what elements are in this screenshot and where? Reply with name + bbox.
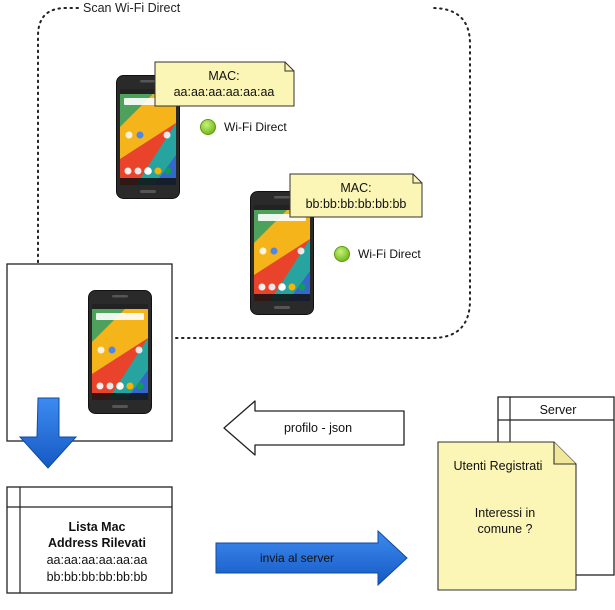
registered-users-note xyxy=(437,441,577,591)
send-to-server-arrow xyxy=(215,529,408,587)
server-title: Server xyxy=(540,403,577,417)
scan-region-border xyxy=(37,7,471,339)
mac-list-title-line2: Address Rilevati xyxy=(48,536,146,550)
device-b-mac-note xyxy=(289,173,423,218)
device-b-status-label: Wi-Fi Direct xyxy=(358,247,421,261)
down-arrow xyxy=(18,397,78,469)
device-a-mac-note xyxy=(154,61,295,107)
scan-label: Scan Wi-Fi Direct xyxy=(83,1,181,15)
device-a-mac-value: aa:aa:aa:aa:aa:aa xyxy=(174,85,275,99)
profile-json-arrow xyxy=(223,400,405,456)
device-b-status-dot xyxy=(334,246,350,262)
device-a-mac-title: MAC: xyxy=(208,69,239,83)
device-a-status-dot xyxy=(200,119,216,135)
send-to-server-label: invia al server xyxy=(260,551,334,565)
device-a-status-label: Wi-Fi Direct xyxy=(224,120,287,134)
device-b-mac-value: bb:bb:bb:bb:bb:bb xyxy=(306,197,407,211)
mac-list-title-line1: Lista Mac xyxy=(69,520,126,534)
mac-list-entry: bb:bb:bb:bb:bb:bb xyxy=(47,570,148,584)
device-b-mac-title: MAC: xyxy=(340,181,371,195)
registered-users-title: Utenti Registrati xyxy=(454,459,543,473)
local-device-phone xyxy=(88,290,152,414)
profile-json-label: profilo - json xyxy=(284,421,352,435)
mac-list-box xyxy=(6,486,173,594)
common-interests-line1: Interessi in xyxy=(475,506,535,520)
common-interests-line2: comune ? xyxy=(478,522,533,536)
mac-list-entry: aa:aa:aa:aa:aa:aa xyxy=(47,553,148,567)
